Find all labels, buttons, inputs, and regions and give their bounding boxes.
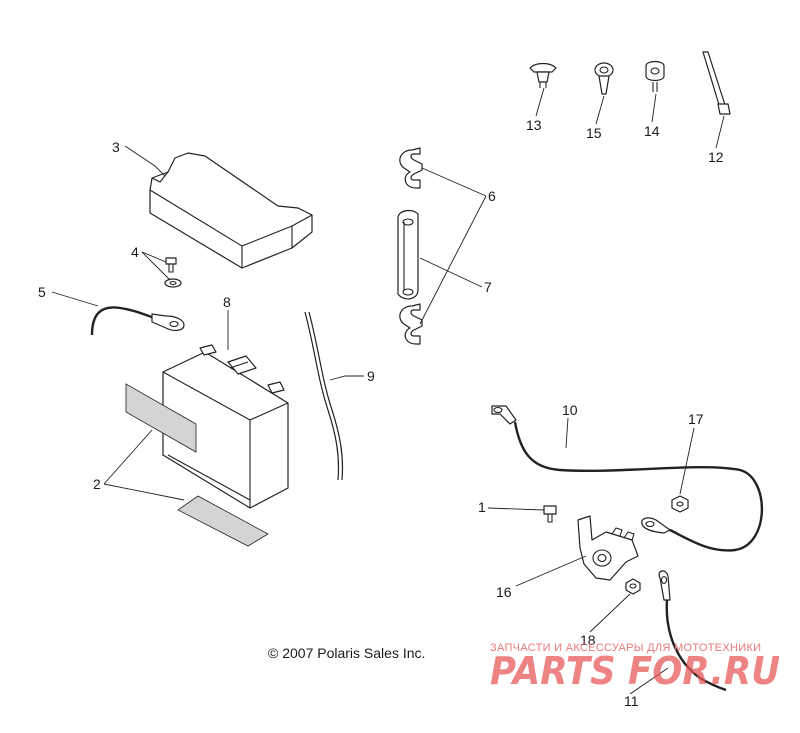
watermark: ЗАПЧАСТИ И АКСЕССУАРЫ ДЛЯ МОТОТЕХНИКИ PA…: [490, 642, 780, 693]
watermark-logo: PARTS FOR.RU: [490, 649, 780, 693]
callout-15: 15: [586, 125, 602, 141]
callout-14: 14: [644, 123, 660, 139]
callout-2: 2: [93, 476, 101, 492]
mount-clip-part: [645, 60, 665, 92]
screw-part: [543, 505, 557, 523]
nut-17-part: [671, 495, 689, 513]
callout-17: 17: [688, 411, 704, 427]
callout-1: 1: [478, 499, 486, 515]
copyright-text: © 2007 Polaris Sales Inc.: [268, 645, 425, 661]
battery-part: [162, 344, 289, 509]
callouts: 3 4 5 8 2 9 6 7 13 15 14 12 10 17 1 16 1…: [38, 117, 724, 709]
battery-cable-short-part: [90, 306, 185, 336]
watermark-tagline: ЗАПЧАСТИ И АКСЕССУАРЫ ДЛЯ МОТОТЕХНИКИ: [490, 642, 761, 654]
battery-cable-long-part: [491, 405, 764, 552]
callout-18: 18: [580, 632, 596, 648]
callout-9: 9: [367, 368, 375, 384]
bracket-part: [397, 209, 419, 300]
callout-4: 4: [131, 244, 139, 260]
push-clip-part: [529, 62, 557, 88]
bolt-washer-part: [164, 257, 182, 288]
callout-5: 5: [38, 284, 46, 300]
cable-tie-part: [702, 51, 731, 115]
battery-cover-part: [149, 152, 313, 269]
callout-6: 6: [488, 188, 496, 204]
callout-13: 13: [526, 117, 542, 133]
clip-part: [399, 147, 423, 345]
solenoid-part: [577, 515, 639, 581]
callout-12: 12: [708, 149, 724, 165]
wire-clip-part: [594, 62, 614, 95]
decal-part: [125, 383, 269, 547]
nut-18-part: [625, 578, 641, 595]
leader-lines: [51, 87, 725, 695]
callout-11: 11: [624, 693, 639, 709]
solenoid-cable-part: [658, 570, 727, 692]
callout-10: 10: [562, 402, 578, 418]
callout-16: 16: [496, 584, 512, 600]
vent-tube-part: [304, 311, 344, 481]
callout-8: 8: [223, 294, 231, 310]
callout-3: 3: [112, 139, 120, 155]
callout-7: 7: [484, 279, 492, 295]
